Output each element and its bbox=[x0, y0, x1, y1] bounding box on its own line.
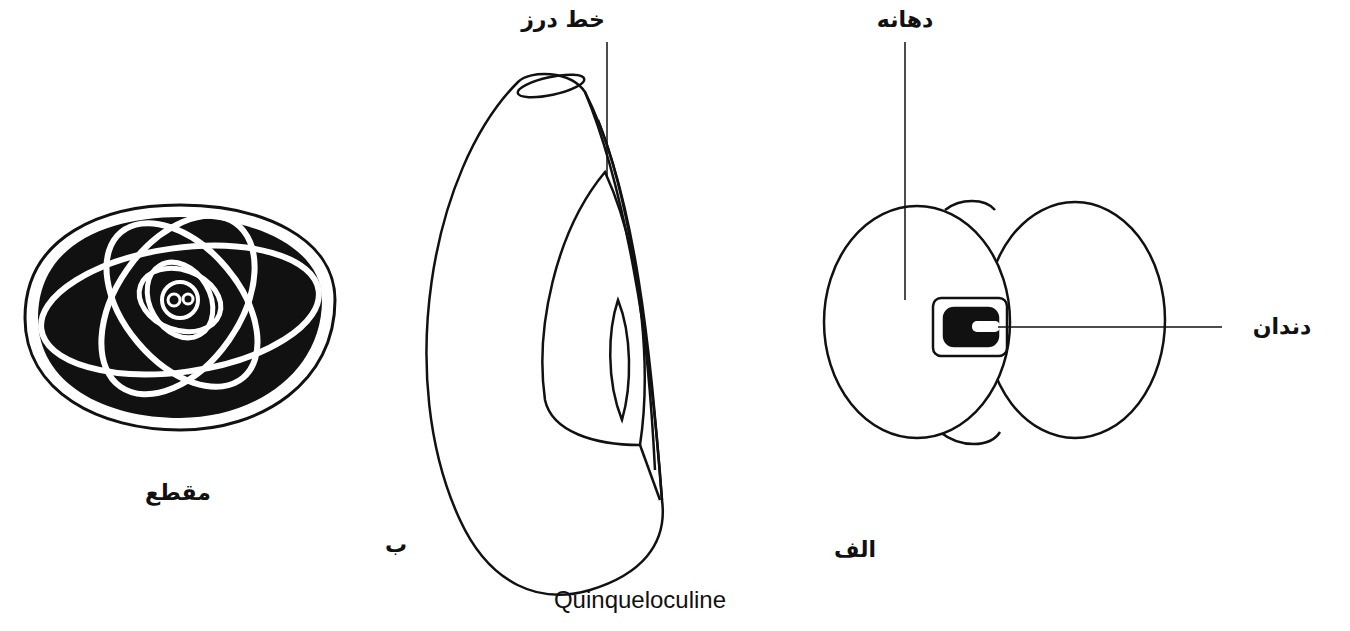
leader-lines bbox=[607, 42, 1222, 327]
view-label: مقطع bbox=[145, 480, 211, 506]
genus-name: Quinqueloculine bbox=[554, 586, 726, 615]
figure-letter: ب bbox=[385, 532, 407, 558]
part-label: دهانه bbox=[877, 7, 933, 33]
section-figure bbox=[25, 188, 335, 430]
part-label: دندان bbox=[1253, 314, 1312, 340]
side-view-figure bbox=[426, 70, 662, 595]
figure-letter: الف bbox=[834, 537, 876, 563]
apertural-view-figure bbox=[824, 201, 1165, 444]
part-label: خط درز bbox=[521, 7, 605, 33]
